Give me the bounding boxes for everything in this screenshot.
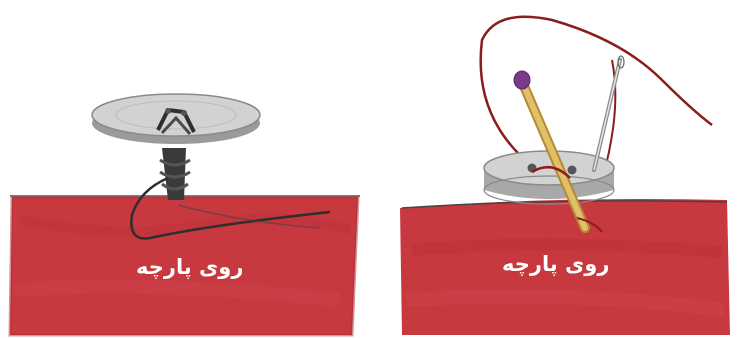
fabric-label: روی پارچه [502, 252, 609, 276]
thread [481, 17, 712, 170]
fabric-label: روی پارچه [136, 255, 243, 279]
button-shank-illustration [0, 0, 372, 338]
illustration-right: روی پارچه [372, 0, 743, 338]
button-matchstick-illustration [372, 0, 743, 338]
illustration-left: روی پارچه [0, 0, 372, 338]
match-head [514, 71, 530, 89]
button-top [92, 94, 260, 136]
